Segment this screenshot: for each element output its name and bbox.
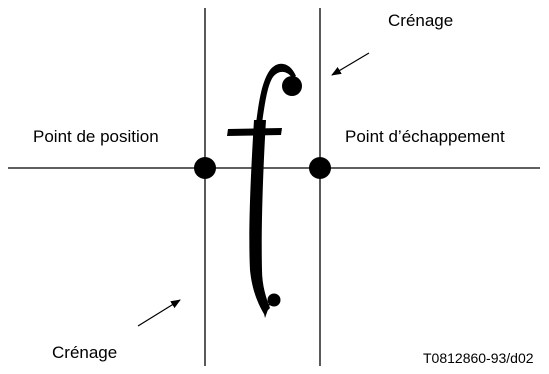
escapement-point-dot [309,157,331,179]
kerning-arrow-bottom [137,299,181,327]
kerning-arrow-top [331,52,370,76]
glyph-f [227,63,302,318]
figure-reference-code: T0812860-93/d02 [423,350,534,366]
origin-point-dot [194,157,216,179]
escapement-point-label: Point d’échappement [345,127,505,146]
origin-point-label: Point de position [33,127,159,146]
kerning-label-bottom: Crénage [52,343,118,362]
kerning-label-top: Crénage [388,11,454,30]
